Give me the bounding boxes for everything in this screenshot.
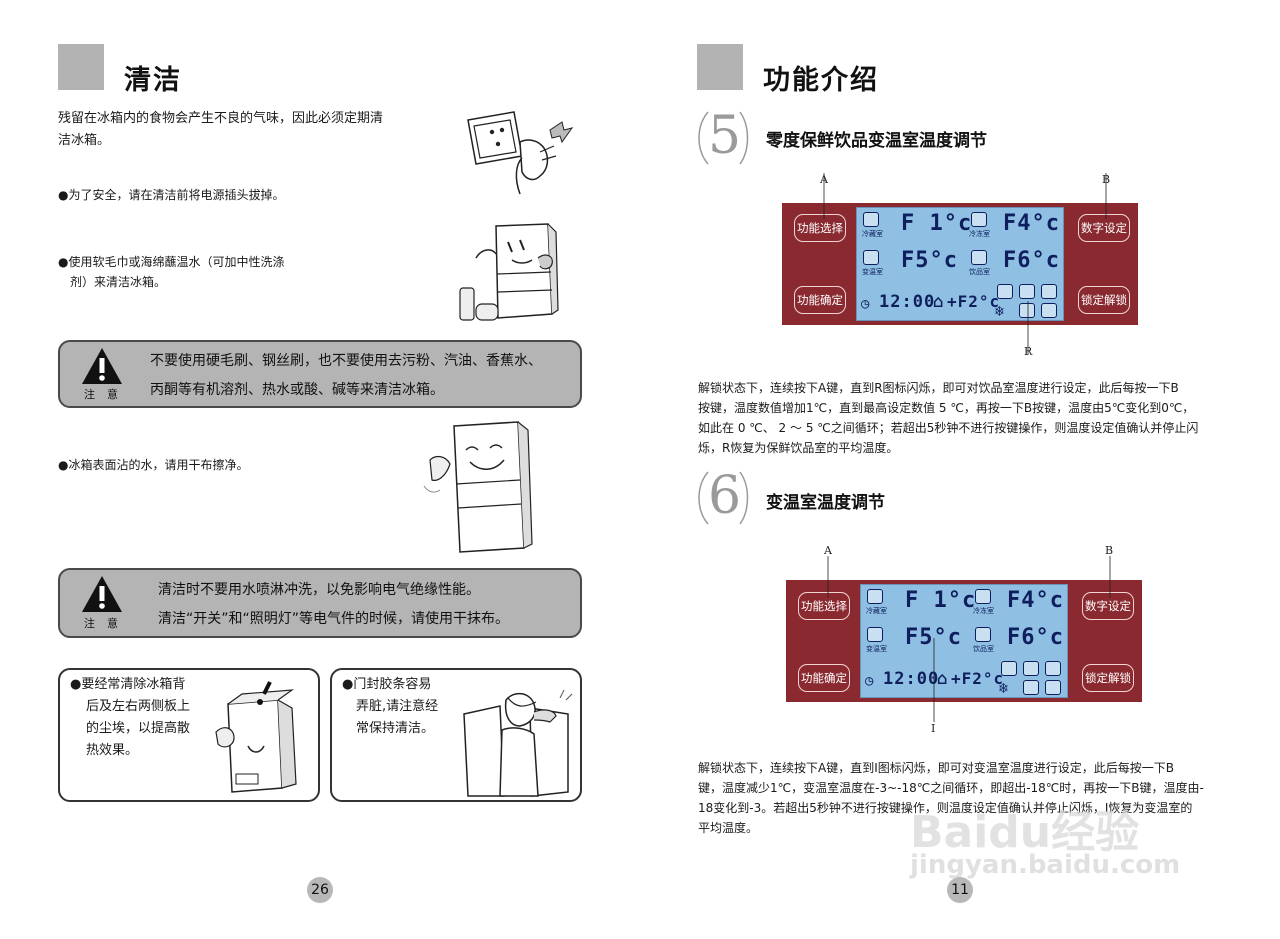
control-panel-5: 功能选择 功能确定 数字设定 锁定解锁 冷藏室 F 1°c 冷冻室 F4°c 变… [782,173,1138,355]
function-select-button[interactable]: 功能选择 [794,214,846,242]
variable-temp-display: F5°c [901,248,958,273]
fridge-temp-display: F 1°c [901,211,973,236]
warning-text-2: 清洁时不要用水喷淋冲洗，以免影响电气绝缘性能。 清洁“开关”和“照明灯”等电气件… [158,582,510,627]
fridge-cleaning-illustration [459,223,559,321]
home-icon: ⌂ [937,669,949,689]
label-r: R [1024,345,1033,358]
freezer-zone-icon [975,589,991,604]
lcd-screen: 冷藏室 F 1°c 冷冻室 F4°c 变温室 F5°c 饮品室 F6°c ◷ 1… [856,207,1064,321]
pointer-lines [827,556,1111,722]
drinks-temp-display: F6°c [1003,248,1060,273]
page-title-functions: 功能介绍 [763,65,879,96]
clock-icon: ◷ [865,673,875,689]
variable-zone-icon [863,250,879,265]
clock-display: 12:00 [883,669,940,689]
f2-display: +F2°c [951,669,1005,688]
digit-set-button[interactable]: 数字设定 [1082,592,1134,620]
lcd-screen: 冷藏室 F 1°c 冷冻室 F4°c 变温室 F5°c 饮品室 F6°c ◷ 1… [860,584,1068,698]
warning-box-1: 注意 不要使用硬毛刷、钢丝刷，也不要使用去污粉、汽油、香蕉水、 丙酮等有机溶剂、… [58,340,582,408]
tip-box-dust: ●要经常清除冰箱背 后及左右两侧板上 的尘埃，以提高散 热效果。 [58,668,320,802]
variable-zone-icon [867,627,883,642]
function-confirm-button[interactable]: 功能确定 [794,286,846,314]
lock-icon [1041,284,1057,299]
function-select-button[interactable]: 功能选择 [798,592,850,620]
fridge-temp-display: F 1°c [905,588,977,613]
section-5-title: 零度保鲜饮品变温室温度调节 [766,131,987,151]
mode-icon [997,284,1013,299]
fridge-back-illustration [215,681,297,793]
home-icon: ⌂ [933,292,945,312]
smart-icon [1019,284,1035,299]
warning-label: 注意 [84,388,130,401]
snowflake-icon: ❄ [995,302,1006,320]
warning-box-2: 注意 清洁时不要用水喷淋冲洗，以免影响电气绝缘性能。 清洁“开关”和“照明灯”等… [58,568,582,638]
bullet-dry-surface: ●冰箱表面沾的水，请用干布擦净。 [58,458,249,472]
bullet-soft-cloth: ●使用软毛巾或海绵蘸温水（可加中性洗涤 剂）来清洁冰箱。 [58,255,285,289]
function-confirm-button[interactable]: 功能确定 [798,664,850,692]
smiling-fridge-illustration [423,421,533,553]
bullet-unplug: ●为了安全，请在清洁前将电源插头拔掉。 [58,188,285,202]
warning-triangle-icon [82,576,122,612]
snowflake-icon: ❄ [999,679,1010,697]
section-6-title: 变温室温度调节 [766,493,885,513]
section-marker-block [697,44,743,90]
drinks-zone-icon [971,250,987,265]
mode-icon [1001,661,1017,676]
drinks-icon [1041,303,1057,318]
page-number-left: 26 [307,877,333,903]
page-title-cleaning: 清洁 [124,65,182,96]
drinks-zone-icon [975,627,991,642]
holiday-icon [1023,680,1039,695]
section-marker-block [58,44,104,90]
page-number-right: 11 [947,877,973,903]
drinks-icon [1045,680,1061,695]
watermark-url: jingyan.baidu.com [910,850,1181,880]
freezer-temp-display: F4°c [1007,588,1064,613]
f2-display: +F2°c [947,292,1001,311]
pointer-lines [823,173,1107,355]
variable-temp-display: F5°c [905,625,962,650]
clock-icon: ◷ [861,296,871,312]
left-paren-icon [698,471,749,525]
label-b: B [1105,544,1114,557]
section-6-body: 解锁状态下，连续按下A键，直到I图标闪烁，即可对变温室温度进行设定，此后每按一下… [698,761,1204,835]
warning-label: 注意 [84,617,130,630]
clock-display: 12:00 [879,292,936,312]
tip-text-door-seal: ●门封胶条容易 弄脏,请注意经 常保持清洁。 [342,677,439,736]
control-panel-6: 功能选择 功能确定 数字设定 锁定解锁 冷藏室 F 1°c 冷冻室 F4°c 变… [786,556,1142,722]
left-paren-icon [698,111,749,165]
tip-text-dust: ●要经常清除冰箱背 后及左右两侧板上 的尘埃，以提高散 热效果。 [70,677,191,758]
lock-unlock-button[interactable]: 锁定解锁 [1082,664,1134,692]
fridge-zone-icon [867,589,883,604]
holiday-icon [1019,303,1035,318]
warning-text-1: 不要使用硬毛刷、钢丝刷，也不要使用去污粉、汽油、香蕉水、 丙酮等有机溶剂、热水或… [150,353,542,398]
tip-box-door-seal: ●门封胶条容易 弄脏,请注意经 常保持清洁。 [330,668,582,802]
digit-set-button[interactable]: 数字设定 [1078,214,1130,242]
smart-icon [1023,661,1039,676]
warning-triangle-icon [82,348,122,384]
intro-text: 残留在冰箱内的食物会产生不良的气味，因此必须定期清 洁冰箱。 [58,111,384,148]
freezer-temp-display: F4°c [1003,211,1060,236]
drinks-temp-display: F6°c [1007,625,1064,650]
lock-icon [1045,661,1061,676]
woman-cleaning-seal-illustration [463,689,573,797]
section-5-body: 解锁状态下，连续按下A键，直到R图标闪烁，即可对饮品室温度进行设定，此后每按一下… [698,381,1199,455]
label-a: A [824,544,832,557]
unplug-illustration [467,111,574,195]
lock-unlock-button[interactable]: 锁定解锁 [1078,286,1130,314]
freezer-zone-icon [971,212,987,227]
fridge-zone-icon [863,212,879,227]
watermark-brand: Baidu经验 [910,807,1140,858]
label-i: I [931,722,936,735]
